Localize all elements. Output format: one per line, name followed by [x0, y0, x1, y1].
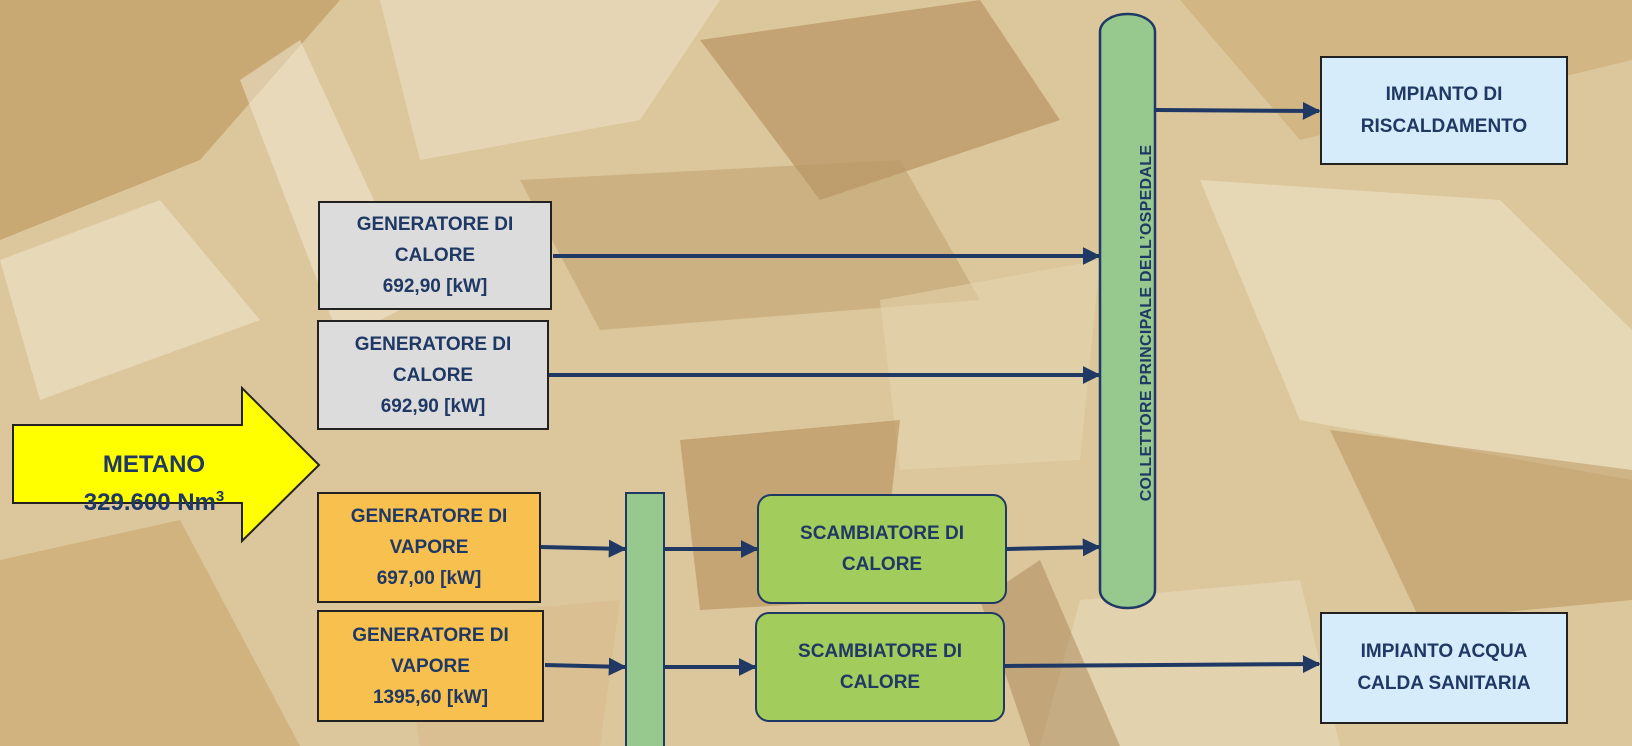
- steam-generator-1: GENERATORE DI VAPORE 697,00 [kW]: [317, 492, 541, 603]
- heat-generator-1: GENERATORE DI CALORE 692,90 [kW]: [318, 201, 552, 310]
- exchanger-line1: SCAMBIATORE DI: [800, 523, 964, 544]
- methane-unit-superscript: 3: [215, 488, 225, 505]
- generator-type: GENERATORE DI: [352, 624, 509, 646]
- hot-water-plant-line1: IMPIANTO ACQUA: [1360, 641, 1528, 662]
- generator-subtype: CALORE: [392, 364, 474, 386]
- heat-generator-2: GENERATORE DI CALORE 692,90 [kW]: [317, 320, 549, 430]
- methane-arrow-shape: [12, 385, 321, 544]
- methane-label: METANO 329.600 Nm3: [50, 449, 258, 519]
- generator-power: 692,90 [kW]: [382, 276, 488, 297]
- steam-manifold: [625, 492, 665, 746]
- generator-type: GENERATORE DI: [350, 506, 508, 527]
- heating-plant-line2: RISCALDAMENTO: [1360, 115, 1528, 137]
- steam-generator-2: GENERATORE DI VAPORE 1395,60 [kW]: [317, 610, 544, 722]
- generator-power: 692,90 [kW]: [380, 395, 486, 417]
- methane-name: METANO: [102, 451, 206, 478]
- heating-plant-line1: IMPIANTO DI: [1385, 83, 1503, 105]
- arrow-collector-heating: [1155, 101, 1321, 120]
- exchanger-line1: SCAMBIATORE DI: [798, 641, 962, 662]
- generator-power: 697,00 [kW]: [376, 568, 482, 589]
- arrow-gen3-manifold: [540, 539, 627, 558]
- hot-water-plant-line2: CALDA SANITARIA: [1357, 673, 1531, 694]
- generator-subtype: VAPORE: [391, 655, 470, 677]
- generator-subtype: VAPORE: [389, 537, 469, 558]
- arrow-gen4-manifold: [544, 657, 627, 676]
- generator-type: GENERATORE DI: [356, 214, 514, 235]
- generator-power: 1395,60 [kW]: [372, 686, 489, 708]
- exchanger-line2: CALORE: [839, 672, 921, 693]
- methane-quantity: 329.600 Nm3: [83, 488, 225, 516]
- heat-exchanger-2: SCAMBIATORE DI CALORE: [755, 612, 1005, 722]
- hot-water-plant: IMPIANTO ACQUA CALDA SANITARIA: [1320, 612, 1568, 724]
- arrow-exchanger2-hotwater: [1004, 655, 1321, 674]
- heat-exchanger-1: SCAMBIATORE DI CALORE: [757, 494, 1007, 604]
- generator-subtype: CALORE: [394, 245, 476, 266]
- collector-label: COLLETTORE PRINCIPALE DELL’OSPEDALE: [1138, 144, 1155, 502]
- exchanger-line2: CALORE: [841, 554, 923, 575]
- arrow-exchanger1-collector: [1006, 538, 1101, 557]
- generator-type: GENERATORE DI: [354, 333, 512, 355]
- main-collector: [1098, 12, 1157, 610]
- heating-plant: IMPIANTO DI RISCALDAMENTO: [1320, 56, 1568, 165]
